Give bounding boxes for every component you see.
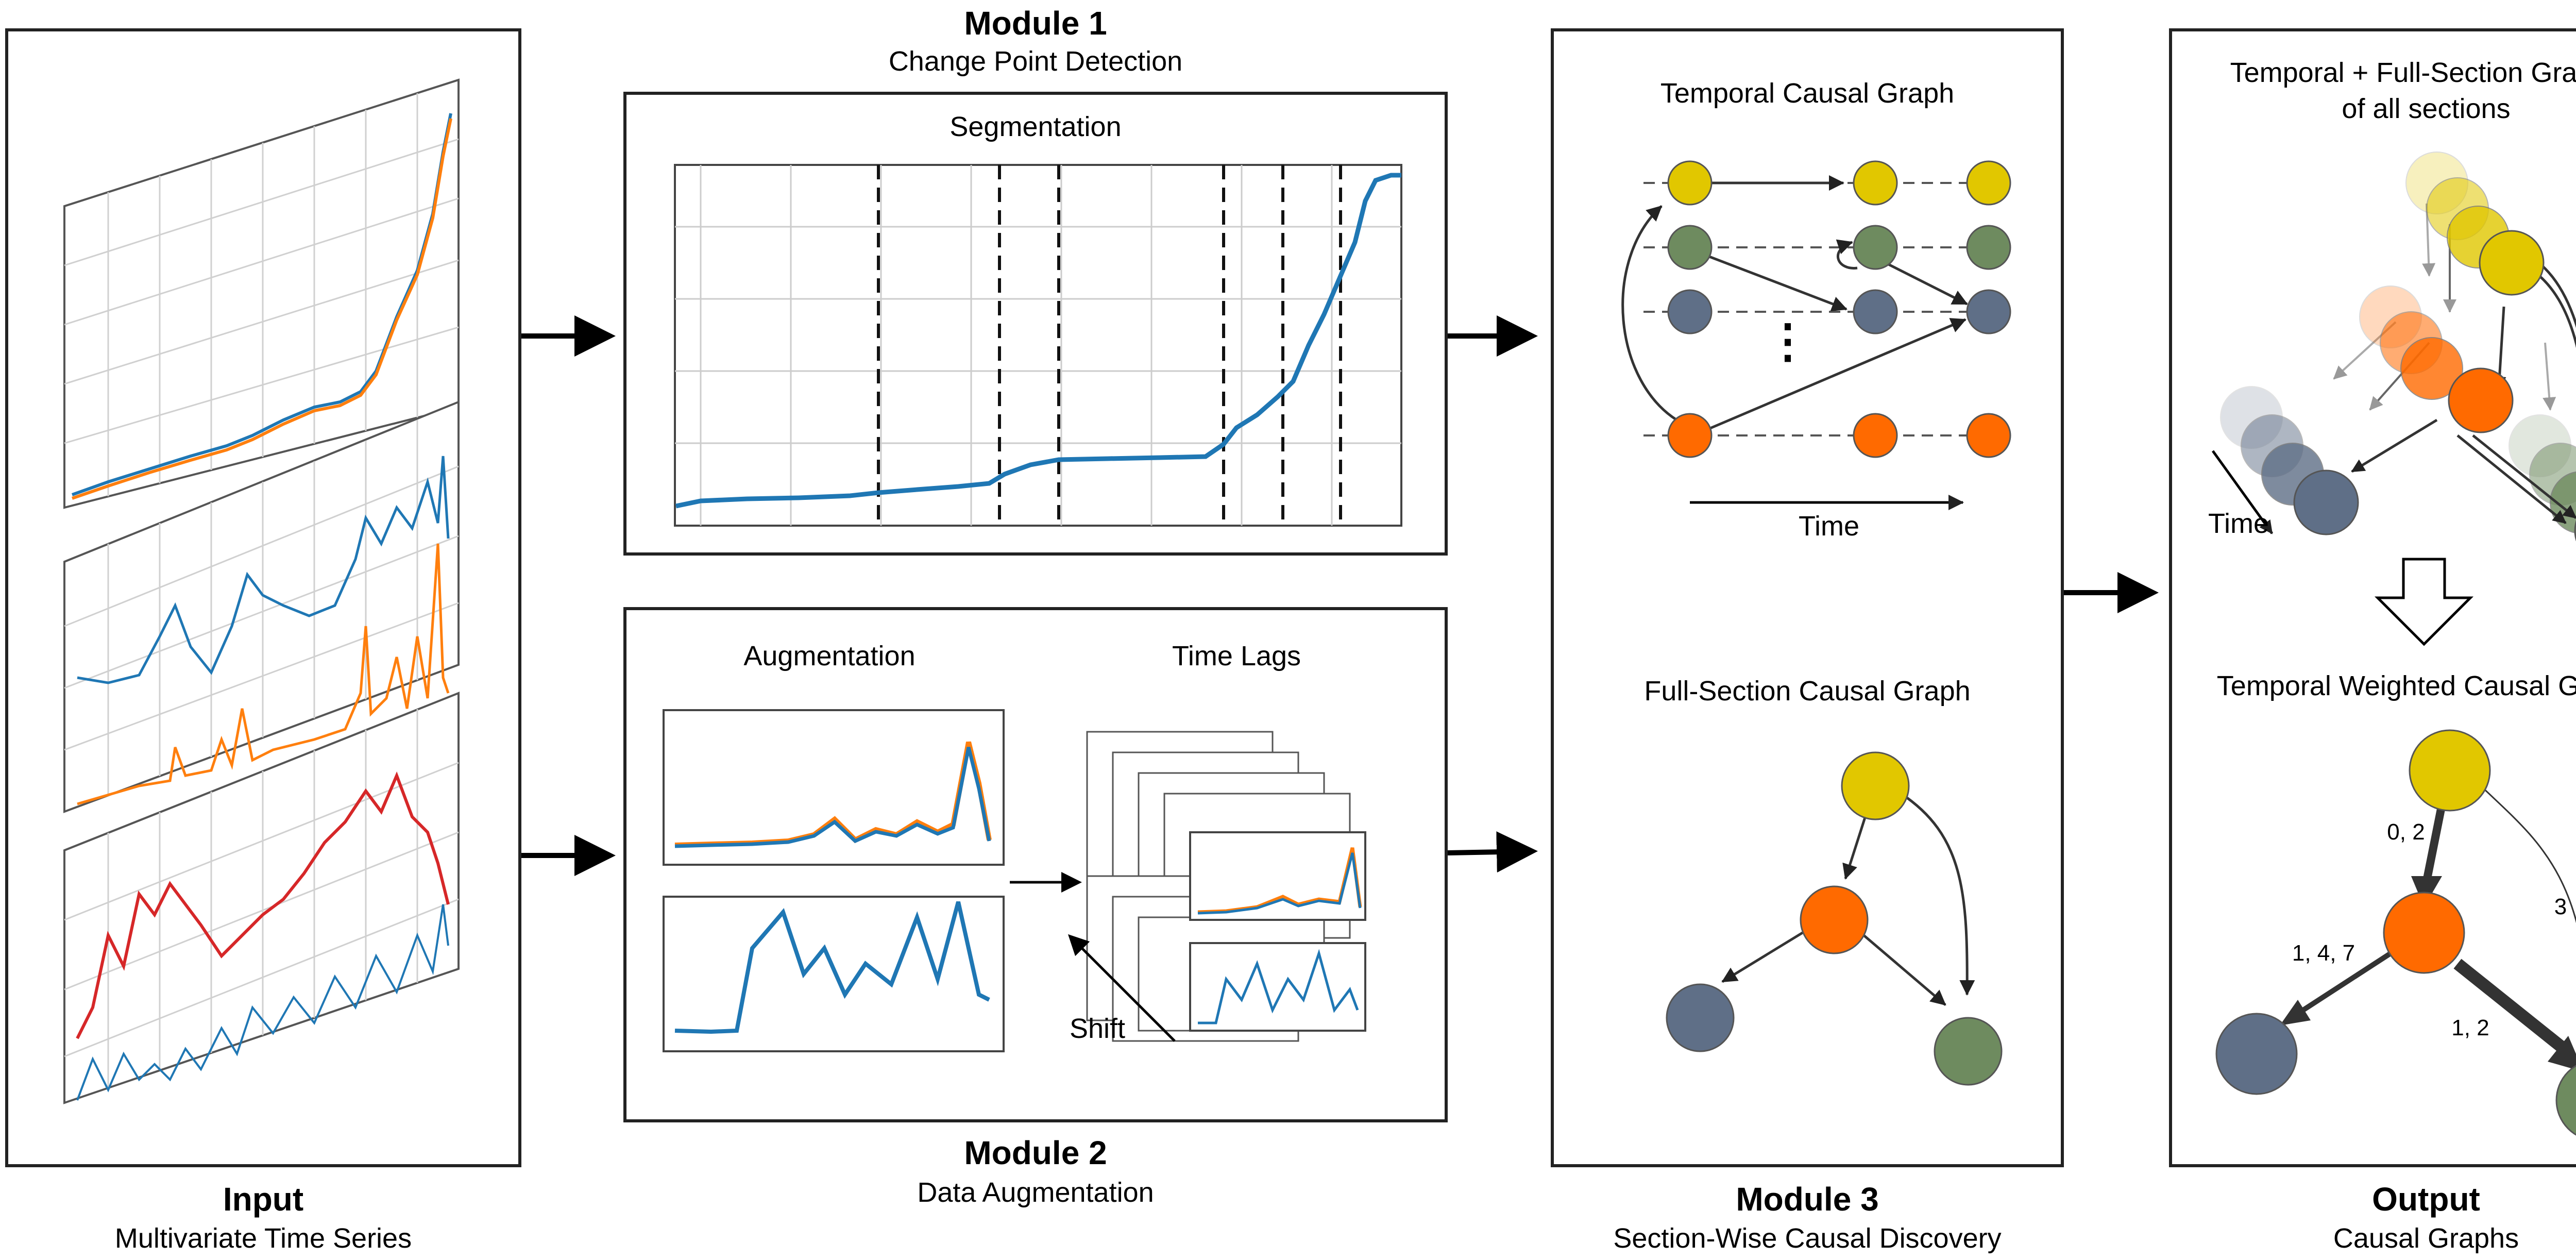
edge-label-orange-slate: 1, 4, 7	[2292, 940, 2355, 966]
edge-label-yellow-green: 3	[2554, 894, 2567, 919]
temporal-weighted-causal-graph-label: Temporal Weighted Causal Graph	[2216, 670, 2576, 701]
edge-label-yellow-orange: 0, 2	[2387, 819, 2425, 845]
series-plane-2	[63, 400, 460, 813]
input-time-series-stack	[63, 78, 460, 1104]
arrow-module2-to-module3	[1447, 831, 1538, 873]
edge-label-orange-green: 1, 2	[2451, 1015, 2489, 1040]
module1-title: Module 1	[964, 5, 1107, 42]
temporal-causal-graph-label: Temporal Causal Graph	[1660, 78, 1955, 109]
time-lags-label: Time Lags	[1172, 641, 1301, 671]
output-top-label-line1: Temporal + Full-Section Graphs	[2230, 57, 2576, 88]
segmentation-label: Segmentation	[950, 111, 1122, 142]
input-title: Input	[223, 1181, 304, 1218]
full-section-causal-graph-label: Full-Section Causal Graph	[1644, 676, 1971, 707]
temporal-causal-graph	[1621, 160, 2011, 510]
module2-subtitle: Data Augmentation	[917, 1177, 1154, 1208]
time-lag-stack	[1010, 731, 1366, 1042]
segmentation-plot	[674, 164, 1402, 527]
shift-arrow	[1067, 934, 1176, 1042]
input-subtitle: Multivariate Time Series	[114, 1223, 412, 1254]
output-time-label: Time	[2208, 508, 2269, 539]
output-top-label-line2: of all sections	[2342, 93, 2511, 124]
temporal-time-label: Time	[1799, 511, 1859, 542]
module3-panel	[1551, 28, 2064, 1167]
module3-subtitle: Section-Wise Causal Discovery	[1613, 1223, 2002, 1254]
full-section-causal-graph	[1666, 751, 2003, 1086]
stacked-frames	[1086, 731, 1366, 1042]
hollow-down-arrow	[2374, 558, 2474, 646]
augmentation-label: Augmentation	[743, 641, 916, 671]
module2-title: Module 2	[964, 1134, 1107, 1171]
weighted-causal-graph	[2215, 729, 2576, 1136]
series-plane-1	[63, 78, 460, 509]
change-point-lines	[877, 165, 1342, 526]
temporal-ellipsis: ⋮	[1765, 316, 1811, 367]
output-title: Output	[2372, 1181, 2480, 1218]
combined-temporal-graphs	[2211, 152, 2576, 646]
shift-label: Shift	[1069, 1013, 1126, 1044]
augmentation-plots	[663, 709, 1005, 1052]
segmentation-series	[675, 173, 1401, 509]
module3-title: Module 3	[1736, 1181, 1879, 1218]
module1-subtitle: Change Point Detection	[888, 46, 1183, 77]
series-plane-3	[63, 692, 460, 1104]
output-subtitle: Causal Graphs	[2333, 1223, 2519, 1254]
output-panel	[2169, 28, 2576, 1167]
